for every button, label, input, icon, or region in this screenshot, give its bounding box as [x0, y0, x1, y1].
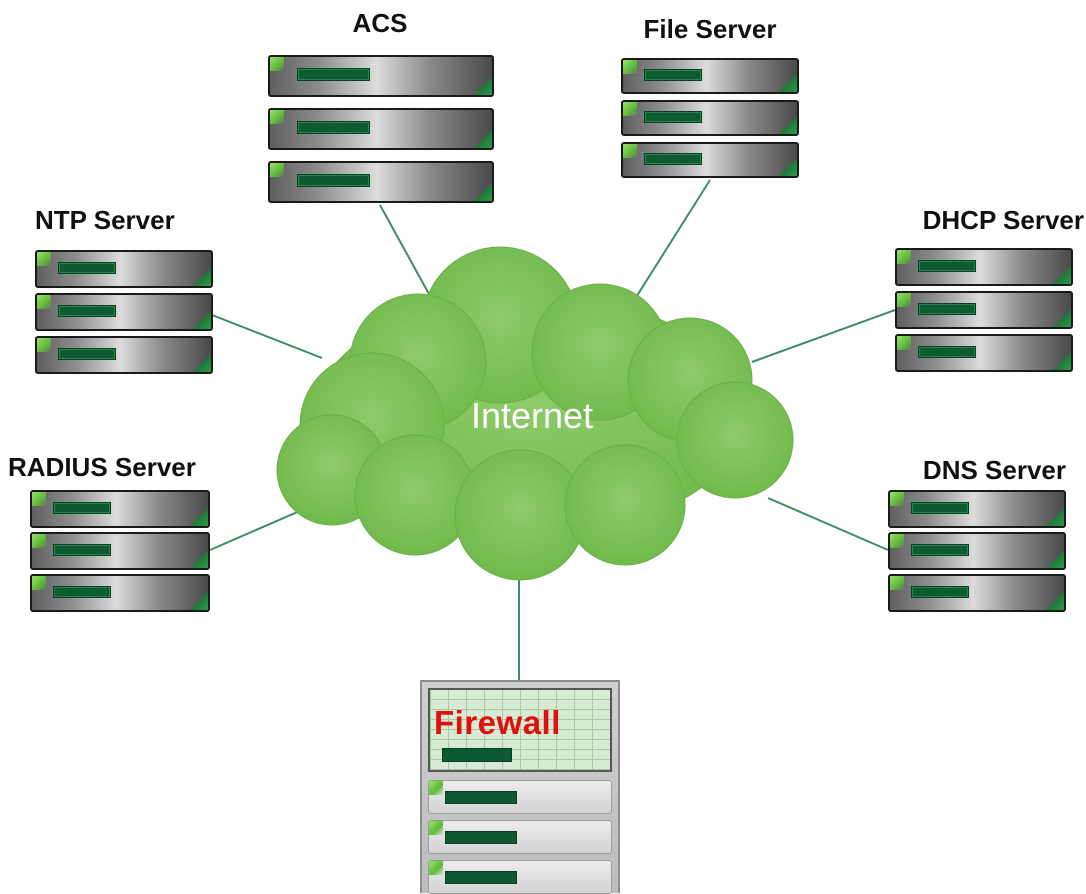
server-unit: [888, 574, 1066, 612]
dns-server-label: DNS Server: [922, 455, 1066, 485]
server-unit: [35, 293, 213, 331]
status-light: [445, 831, 517, 844]
link-acs: [379, 204, 436, 306]
internet-cloud: [276, 246, 794, 581]
firewall-slot: [428, 820, 612, 854]
status-light: [445, 791, 517, 804]
status-light: [57, 261, 116, 274]
connector-lines: [209, 179, 896, 680]
server-unit: [888, 532, 1066, 570]
link-file-server: [627, 179, 711, 311]
server-unit: [895, 334, 1073, 372]
server-unit: [30, 574, 210, 612]
server-unit: [268, 161, 494, 203]
server-unit: [888, 490, 1066, 528]
server-unit: [895, 291, 1073, 329]
status-light: [910, 585, 969, 598]
server-unit: [621, 100, 799, 136]
server-unit: [268, 108, 494, 150]
status-light: [57, 304, 116, 317]
firewall-slot: [428, 780, 612, 814]
firewall-label: Firewall: [434, 704, 561, 741]
firewall-slot: [428, 860, 612, 894]
link-ntp-server: [211, 314, 323, 359]
acs-label: ACS: [352, 8, 408, 38]
status-light: [917, 345, 976, 358]
server-unit: [30, 490, 210, 528]
link-dns-server: [767, 497, 889, 551]
status-light: [296, 173, 370, 188]
server-unit: [30, 532, 210, 570]
status-light: [296, 67, 370, 82]
server-unit: [35, 336, 213, 374]
status-light: [643, 152, 702, 165]
radius-server-label: RADIUS Server: [8, 452, 196, 482]
ntp-server-label: NTP Server: [35, 205, 175, 235]
server-unit: [621, 58, 799, 94]
status-light: [917, 259, 976, 272]
link-dhcp-server: [751, 309, 896, 363]
server-unit: [895, 248, 1073, 286]
firewall-rack: Firewall: [420, 680, 620, 894]
status-light: [296, 120, 370, 135]
status-light: [442, 748, 512, 762]
status-light: [910, 543, 969, 556]
server-unit: [621, 142, 799, 178]
dhcp-server-label: DHCP Server: [922, 205, 1084, 235]
firewall-brick-wall: Firewall: [428, 688, 612, 772]
status-light: [57, 347, 116, 360]
status-light: [917, 302, 976, 315]
internet-label: Internet: [471, 395, 593, 436]
file-server-label: File Server: [643, 14, 777, 44]
status-light: [53, 501, 112, 514]
status-light: [445, 871, 517, 884]
status-light: [910, 501, 969, 514]
status-light: [53, 585, 112, 598]
link-radius-server: [209, 509, 303, 551]
status-light: [53, 543, 112, 556]
server-unit: [268, 55, 494, 97]
status-light: [643, 68, 702, 81]
server-unit: [35, 250, 213, 288]
status-light: [643, 110, 702, 123]
